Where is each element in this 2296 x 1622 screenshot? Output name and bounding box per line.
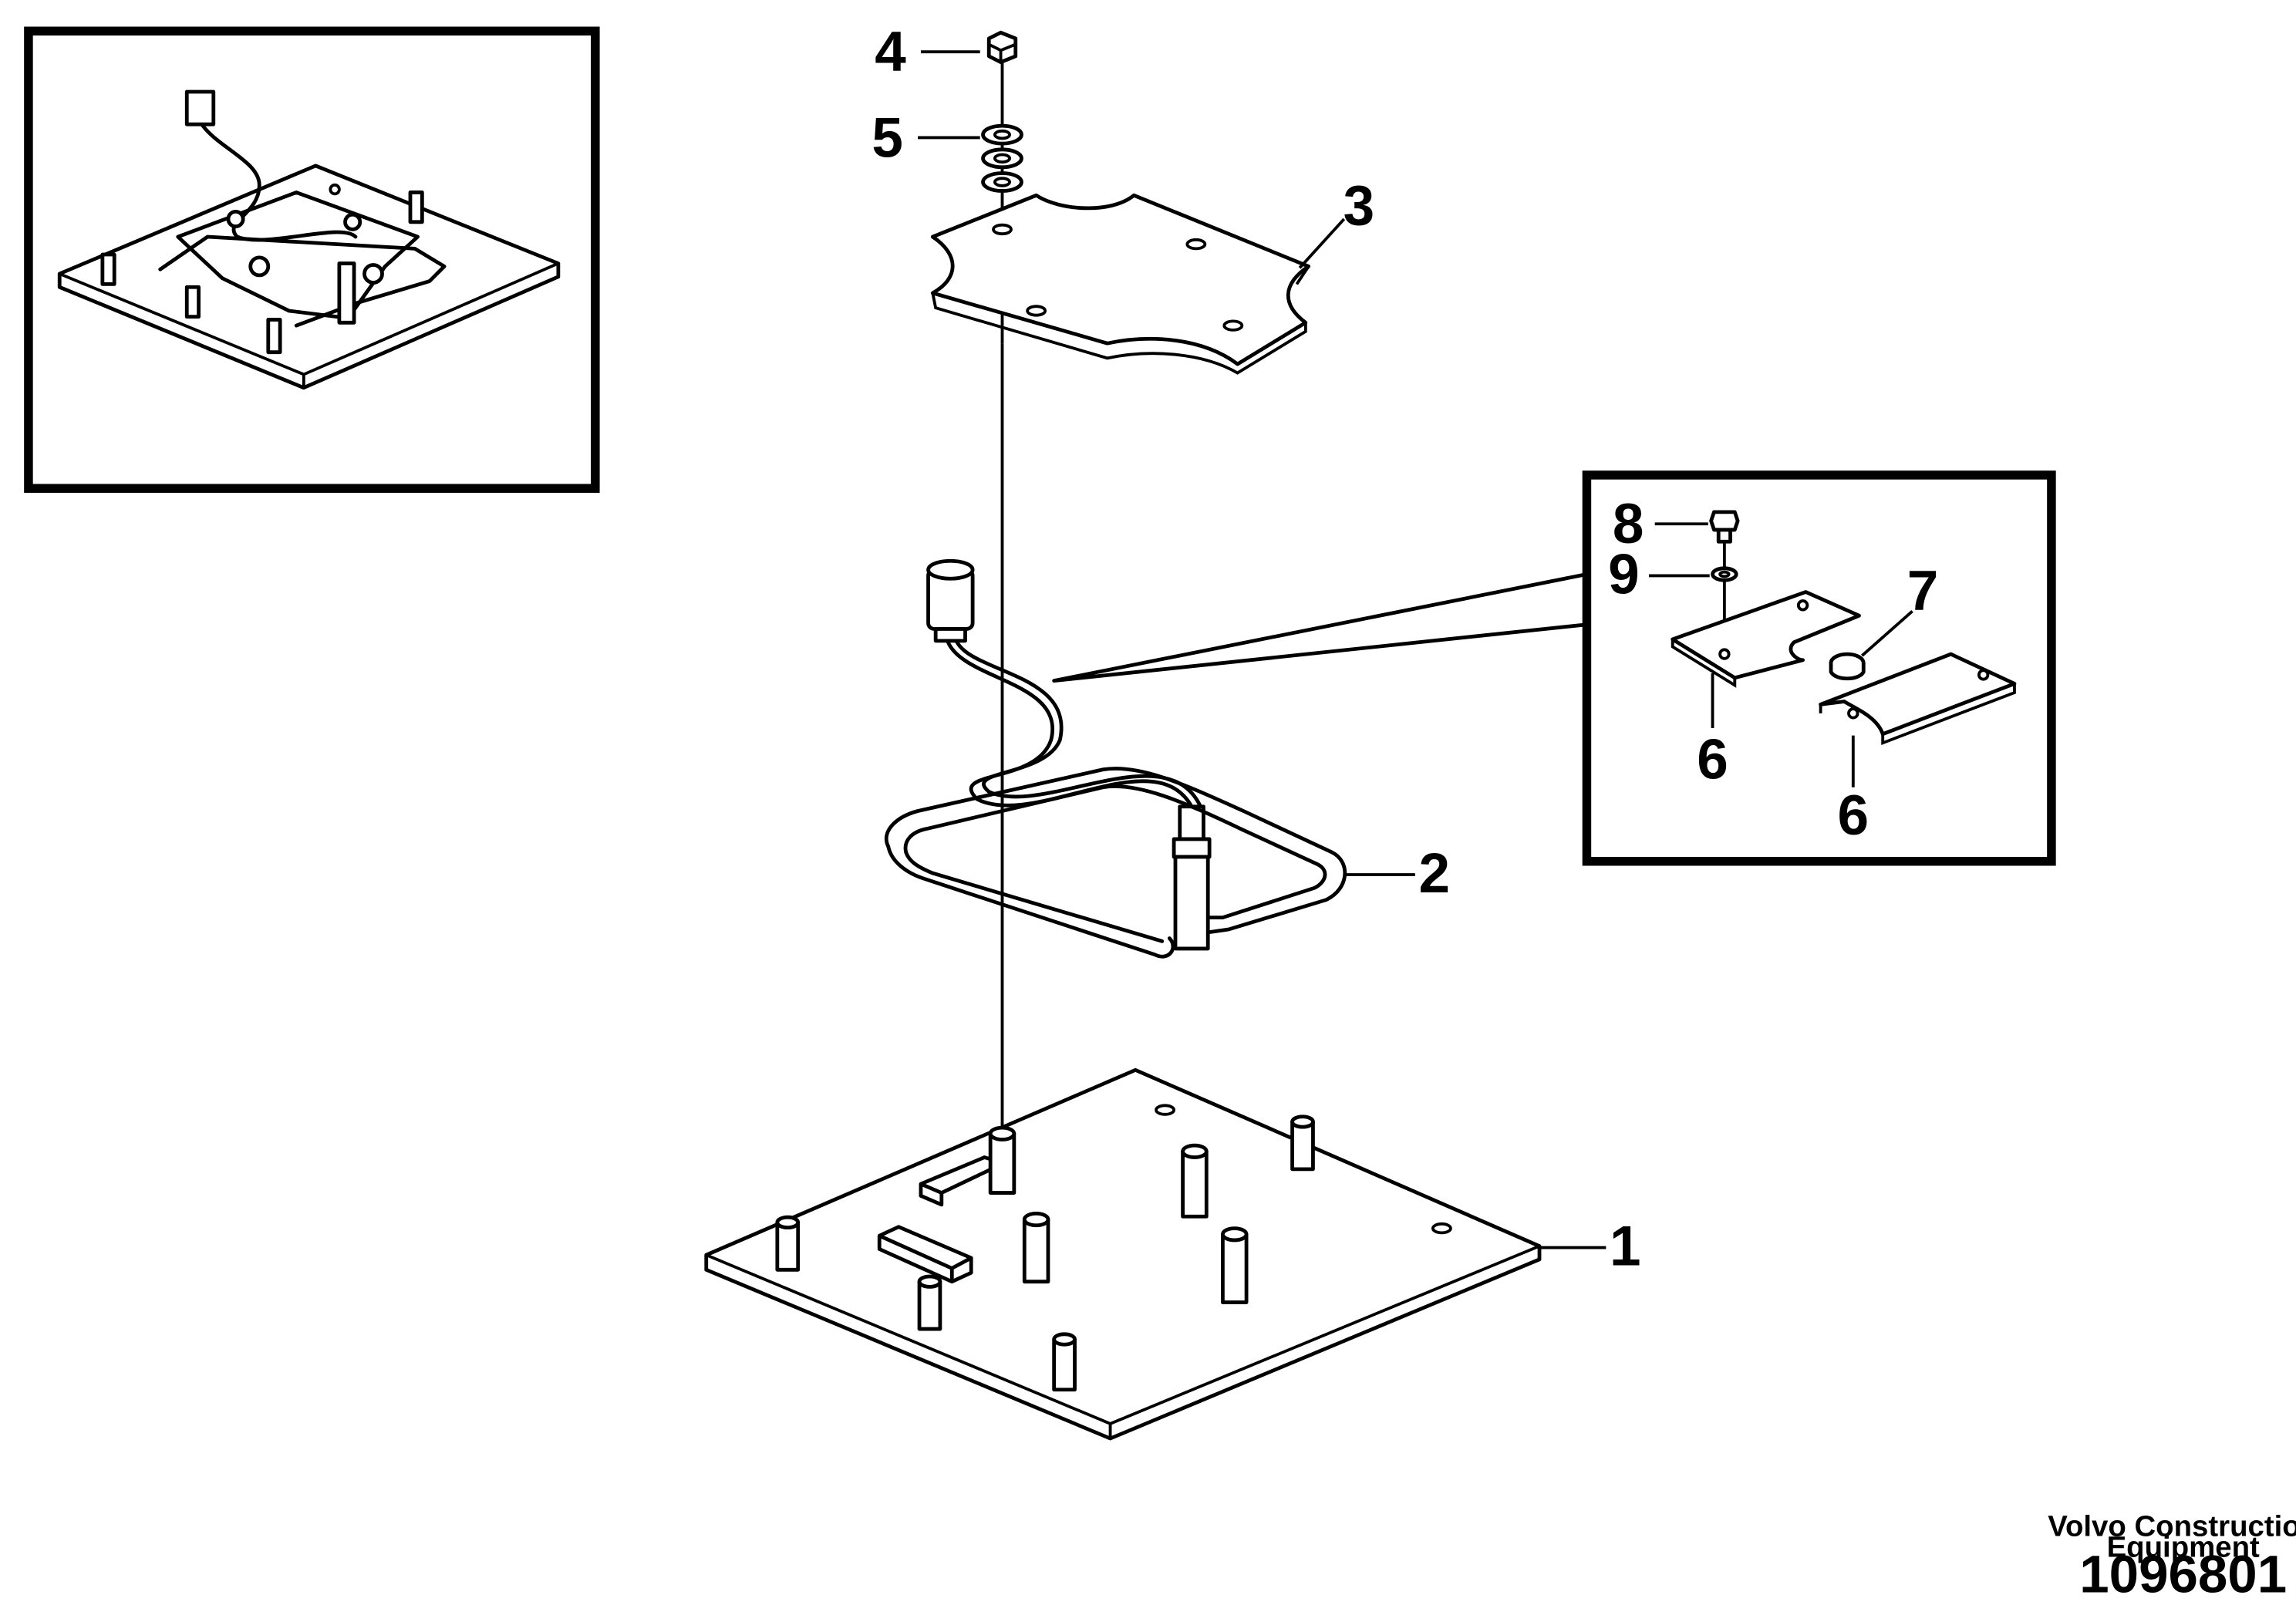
callout-2: 2 [1419,842,1451,905]
credit-line-2: Equipment [2107,1531,2260,1564]
cover-plate-part-3 [930,193,1311,375]
overview-pin [100,252,116,286]
callout-1: 1 [1610,1216,1641,1278]
sensor-harness-part-2 [885,558,1347,959]
base-pin [1052,1332,1077,1392]
callout-6b: 6 [1838,784,1870,847]
callout-5: 5 [872,106,903,169]
overview-pin [266,318,282,355]
detail-pointer [1052,572,1589,683]
base-pin [1221,1226,1249,1304]
detail-frame [1582,470,2056,866]
credit-line-1: Volvo Construction [2048,1510,2296,1543]
base-pin [1022,1212,1050,1284]
callout-4: 4 [875,21,906,83]
overview-connector [184,89,216,126]
nut-part-7 [1829,652,1866,681]
harness-loop [885,767,1347,935]
callout-8: 8 [1613,493,1644,555]
base-pin [1181,1143,1209,1219]
overview-frame [24,26,600,493]
plate-part-6b [1819,652,2017,746]
washer-part-9 [1711,566,1738,582]
overview-pin [408,191,424,224]
callout-6a: 6 [1697,728,1728,791]
plate-part-6a [1671,590,1861,688]
callout-9: 9 [1608,543,1640,605]
base-pin [775,1215,801,1272]
detail-inset [1052,470,2056,866]
washers-part-5 [981,123,1023,193]
base-plate-part-1 [704,1067,1542,1441]
overview-nut [226,209,245,228]
leader-lines [918,50,1913,1249]
harness-sensor-body [1173,855,1210,951]
overview-assembly [57,89,561,390]
overview-nut [343,212,362,231]
overview-sensor [337,261,356,325]
screw-part-8 [1709,510,1740,544]
overview-inset [24,26,600,493]
callout-3: 3 [1344,175,1375,238]
part-number: 1096801 [2079,1544,2287,1604]
overview-nut [362,263,384,285]
harness-sensor-head [1178,804,1205,841]
nut-part-4 [986,30,1018,64]
callout-7: 7 [1907,560,1939,622]
overview-nut [248,255,271,278]
overview-pin [184,285,201,319]
base-pin [988,1125,1017,1195]
base-pin [917,1274,942,1331]
base-pin [1290,1114,1315,1172]
